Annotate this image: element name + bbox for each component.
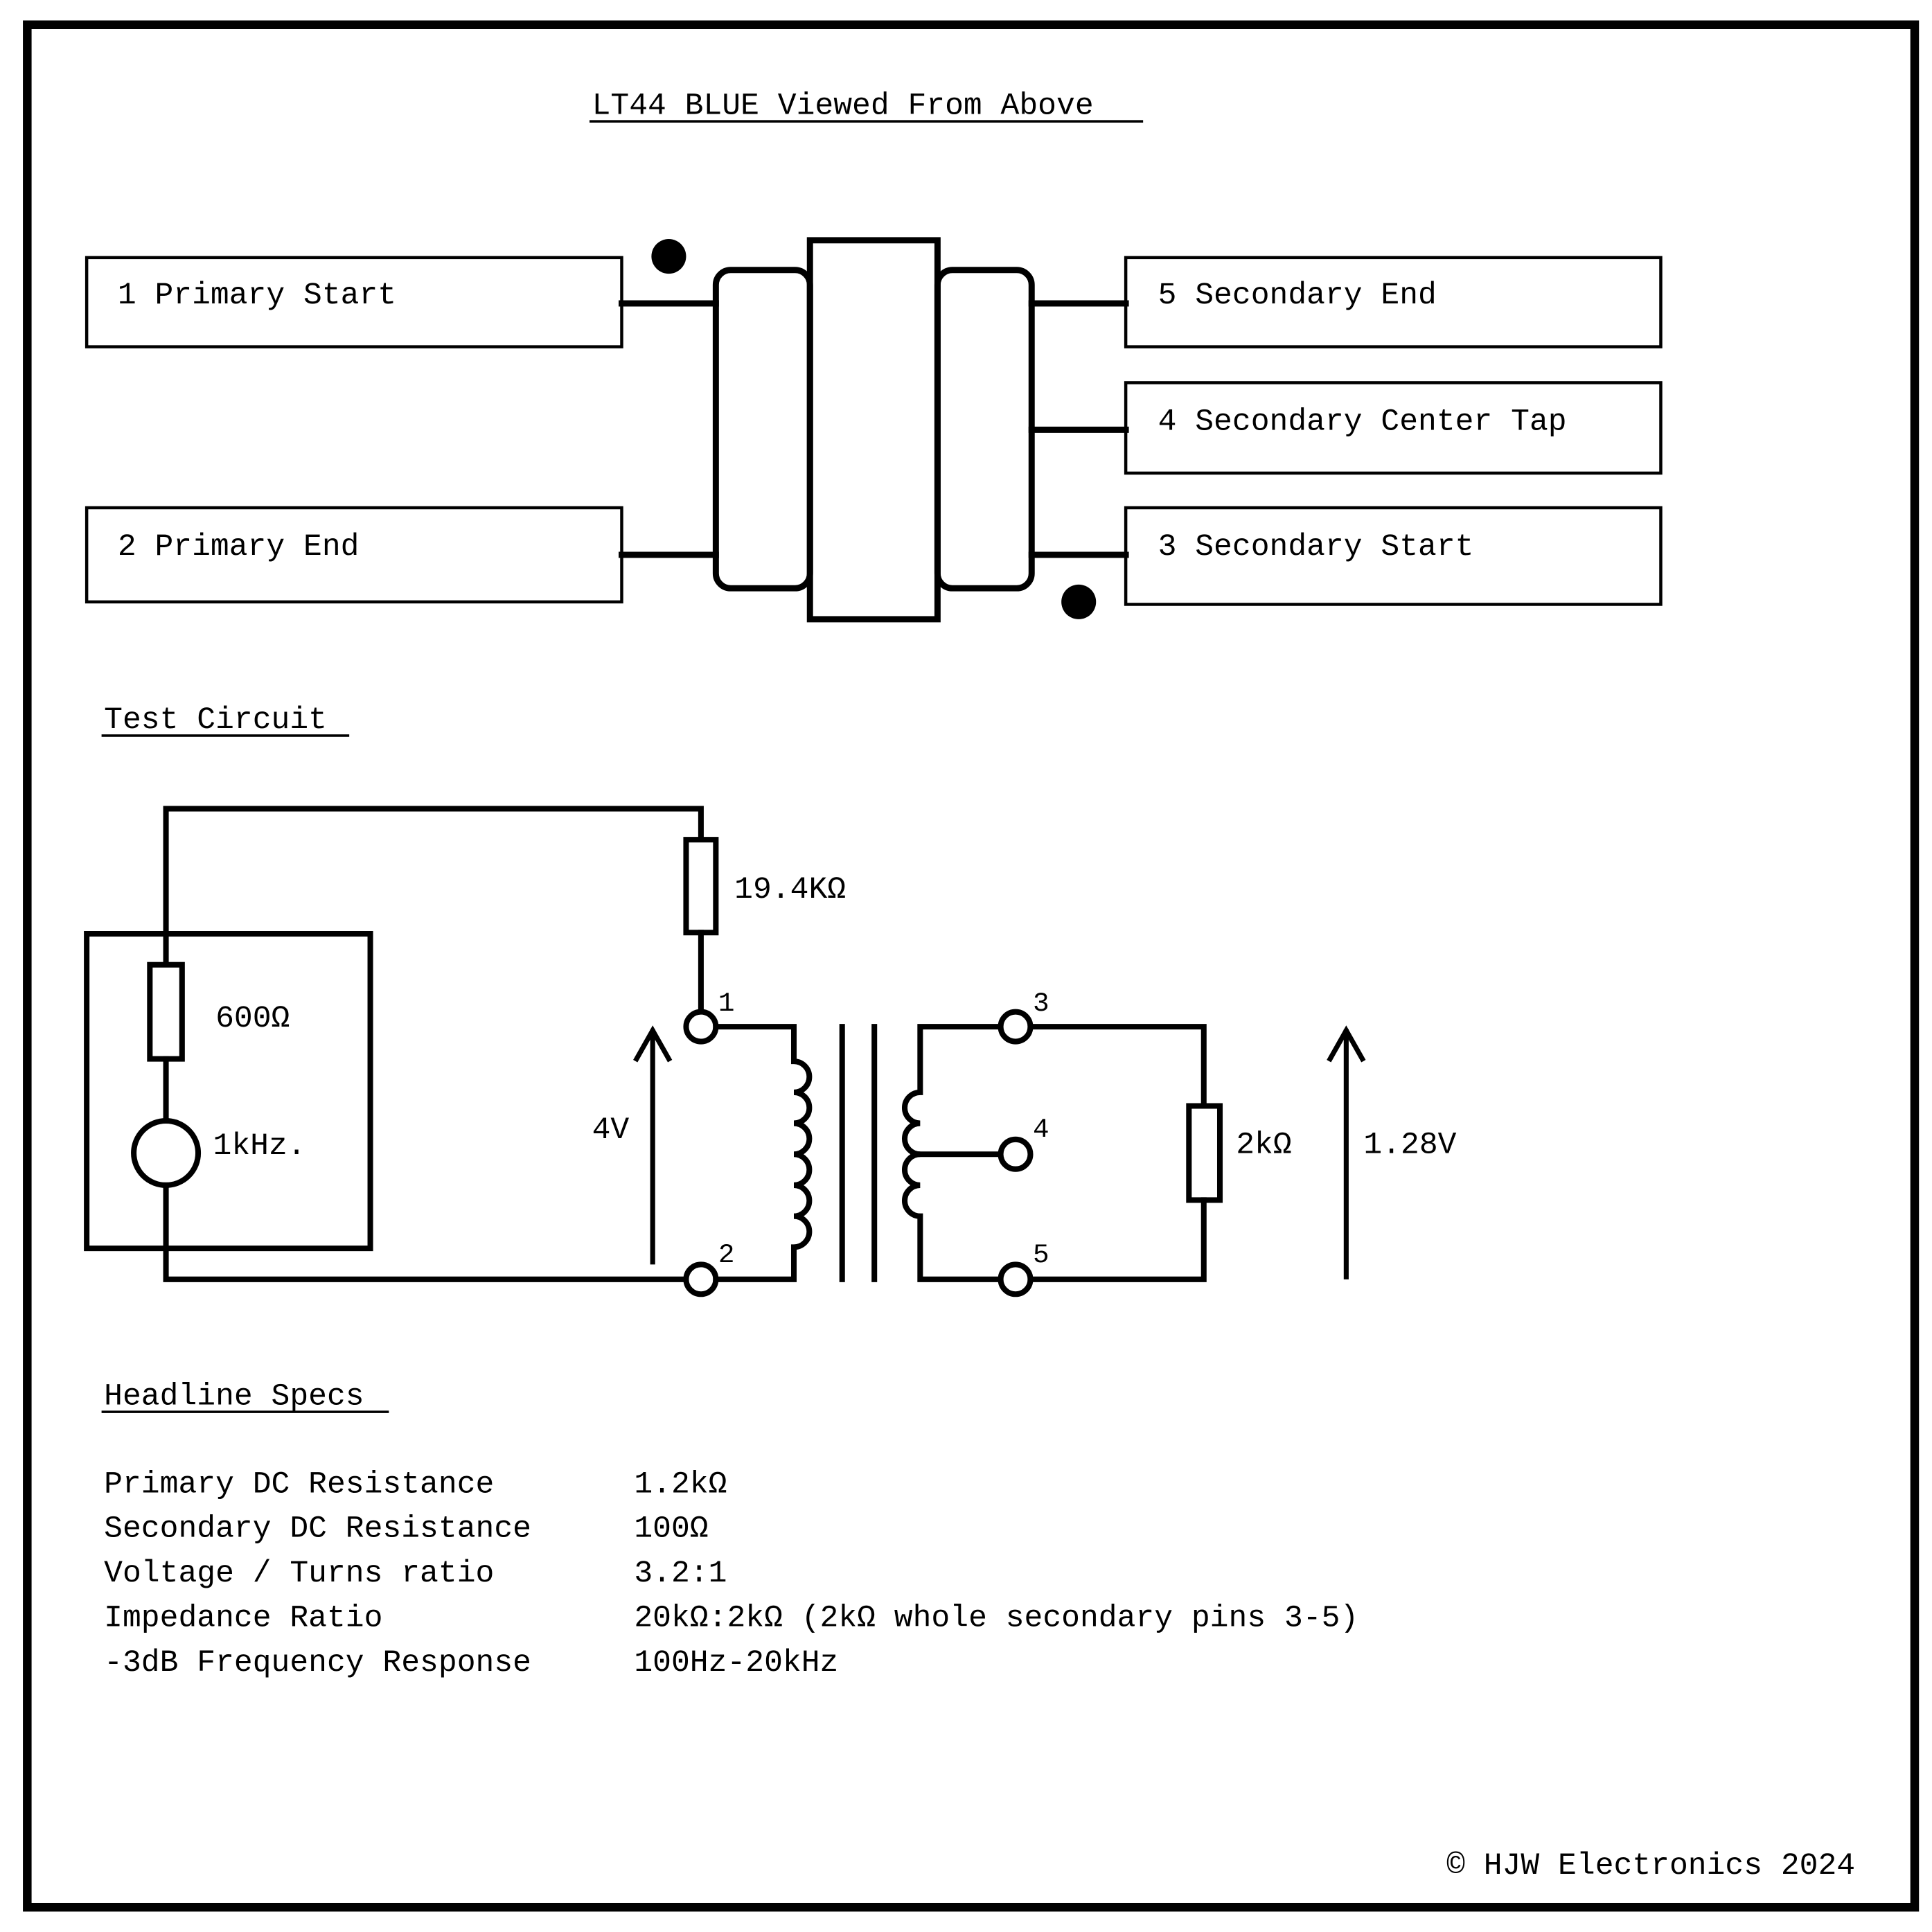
spec-label: Voltage / Turns ratio [104, 1557, 494, 1591]
terminal-4 [998, 1136, 1034, 1172]
spec-row: Secondary DC Resistance 100Ω [104, 1512, 708, 1547]
spec-row: Primary DC Resistance 1.2kΩ [104, 1467, 727, 1502]
terminal-2-number: 2 [718, 1239, 735, 1270]
specs-heading: Headline Specs [104, 1379, 364, 1414]
pinout-diagram: 1 Primary Start 2 Primary End 5 Secondar… [85, 237, 1663, 623]
pin4-label: 4 Secondary Center Tap [1158, 405, 1567, 439]
primary-winding [713, 1024, 813, 1282]
headline-specs: Headline Specs Primary DC Resistance 1.2… [101, 1379, 1358, 1681]
test-circuit-heading: Test Circuit [104, 703, 327, 738]
source-resistor-label: 600Ω [215, 1002, 290, 1036]
pin5-label: 5 Secondary End [1158, 278, 1437, 313]
load-bottom-wire [1027, 1197, 1207, 1282]
pin3-label: 3 Secondary Start [1158, 530, 1474, 565]
output-voltage-arrowhead [1327, 1025, 1366, 1063]
spec-value: 100Ω [634, 1512, 708, 1547]
secondary-phase-dot [1061, 584, 1097, 619]
spec-row: Impedance Ratio 20kΩ:2kΩ (2kΩ whole seco… [104, 1601, 1358, 1636]
title-group: LT44 BLUE Viewed From Above [590, 89, 1144, 123]
page-title: LT44 BLUE Viewed From Above [592, 89, 1094, 123]
terminal-3-number: 3 [1033, 988, 1049, 1019]
copyright-notice: © HJW Electronics 2024 [1446, 1849, 1855, 1884]
primary-phase-dot [651, 239, 686, 274]
primary-bobbin [712, 267, 813, 592]
spec-label: Primary DC Resistance [104, 1467, 494, 1502]
pin1-label: 1 Primary Start [118, 278, 396, 313]
spec-value: 1.2kΩ [634, 1467, 727, 1502]
source-resistor [147, 961, 185, 1062]
top-wire [163, 806, 704, 968]
spec-row: Voltage / Turns ratio 3.2:1 [104, 1557, 727, 1591]
terminal-1-number: 1 [718, 988, 735, 1019]
pin2-label: 2 Primary End [118, 530, 360, 565]
terminal-2 [683, 1261, 719, 1297]
secondary-bobbin [934, 267, 1035, 592]
input-voltage-arrowhead [633, 1025, 673, 1063]
spec-value: 100Hz-20kHz [634, 1646, 838, 1681]
output-voltage-label: 1.28V [1363, 1128, 1456, 1162]
terminal-3 [998, 1009, 1034, 1045]
terminal-5 [998, 1261, 1034, 1297]
spec-value: 20kΩ:2kΩ (2kΩ whole secondary pins 3-5) [634, 1601, 1358, 1636]
terminal-5-number: 5 [1033, 1239, 1049, 1270]
load-resistor-label: 2kΩ [1236, 1128, 1291, 1162]
bottom-wire [163, 1182, 691, 1282]
load-resistor [1186, 1103, 1223, 1203]
spec-row: -3dB Frequency Response 100Hz-20kHz [104, 1646, 838, 1681]
test-circuit: Test Circuit 19.4KΩ 600Ω 1kHz. 1 2 [84, 703, 1457, 1297]
spec-label: Secondary DC Resistance [104, 1512, 531, 1547]
series-resistor [683, 837, 719, 936]
input-voltage-label: 4V [592, 1113, 630, 1148]
spec-label: Impedance Ratio [104, 1601, 382, 1636]
spec-label: -3dB Frequency Response [104, 1646, 531, 1681]
terminal-4-number: 4 [1033, 1114, 1049, 1145]
page-frame [23, 20, 1920, 1912]
terminal-1 [683, 1009, 719, 1045]
load-top-wire [1027, 1024, 1207, 1109]
ac-source-symbol [131, 1117, 202, 1188]
source-frequency-label: 1kHz. [213, 1129, 306, 1164]
series-resistor-label: 19.4KΩ [734, 873, 846, 907]
signal-generator-box [84, 930, 373, 1252]
spec-value: 3.2:1 [634, 1557, 727, 1591]
transformer-core [806, 237, 941, 623]
